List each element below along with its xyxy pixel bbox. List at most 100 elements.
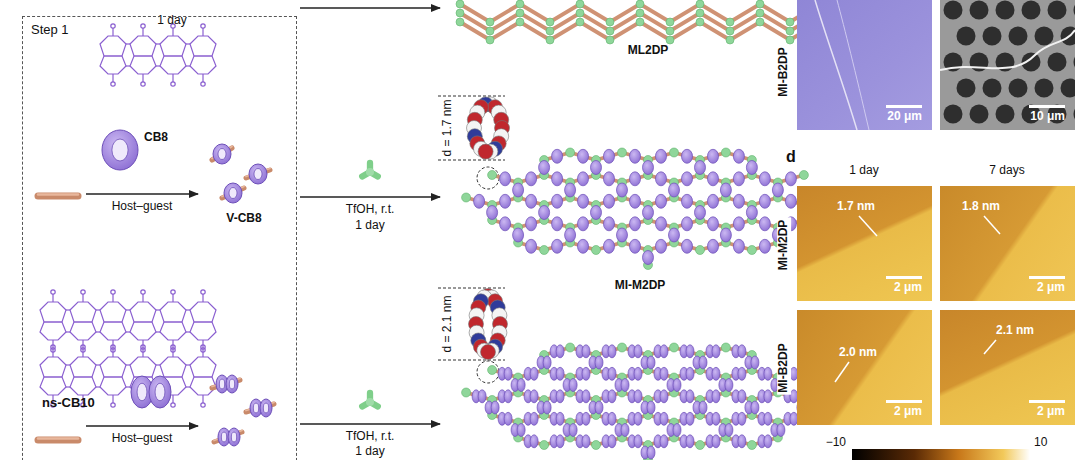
ring-bond [70,357,96,377]
linker-node [696,246,705,255]
ring-bond [100,302,126,322]
ring-on-strut [517,379,525,392]
linker-node [606,18,614,26]
linker-node [721,148,730,157]
ring-bond [130,56,156,74]
zoom-circle [477,167,499,189]
sem-hole [996,105,1015,124]
ring-on-strut [552,239,563,253]
ring-on-strut [656,239,667,253]
ring-on-strut [578,217,589,231]
ring-bond [190,56,216,74]
ring-on-strut [759,172,770,186]
ring-bond [130,357,156,377]
space-filling-model [469,289,508,360]
figure-label: V-CB8 [226,212,261,226]
ring-on-strut [738,435,746,448]
carbonyl-bond [202,28,203,36]
sem-hole [1048,53,1067,72]
optical-image: 20 μm [797,0,932,130]
ring-on-strut [556,345,564,358]
carbonyl-bond [202,294,203,302]
scale-label: 2 μm [1037,405,1065,419]
ring-on-strut [630,172,641,186]
ring-on-strut [673,379,681,392]
dimension-line [438,288,505,289]
reaction-arrow [86,425,198,426]
sem-hole [996,1,1015,20]
ring-on-strut [656,172,667,186]
sem-hole [970,1,989,20]
sem-hole [983,79,1002,98]
carbonyl-bond [142,294,143,302]
rotated-label: d = 2.1 nm [441,293,455,354]
ring-cavity [231,432,236,442]
linker-node [696,441,705,450]
figure-label: 1 day [849,164,878,178]
guest-rod [38,437,78,444]
ring-on-strut [708,194,719,208]
scale-bar [886,276,922,279]
ring-on-strut [656,217,667,231]
oxygen-atom [81,345,85,349]
sem-hole [944,105,963,124]
carbonyl-bond [52,349,53,357]
sem-hole [1074,53,1076,72]
linker-node [488,171,497,180]
ring-on-strut [647,356,655,369]
ring-on-strut [608,412,616,425]
cucurbituril-ring [102,130,138,170]
ring-on-strut [474,194,485,208]
ring-on-strut [604,194,615,208]
carbonyl-bond [172,349,173,357]
ring-bond [130,322,156,340]
linker-core [366,398,374,406]
leader-line [984,340,996,354]
ring-cavity [263,403,268,413]
reaction-arrow [300,7,440,8]
ring-on-strut [517,424,525,437]
ring-on-strut [708,149,719,163]
sem-hole [1009,79,1028,98]
rod-highlight [38,193,78,195]
ring-on-strut [669,183,680,197]
ring-on-strut [720,183,731,197]
ring-on-strut [725,424,733,437]
oxygen-atom [111,82,115,86]
figure-label: 10 [1034,436,1047,450]
linker-node [786,18,794,26]
oxygen-atom [111,345,115,349]
ring-bond [40,377,66,395]
linker-node [799,171,808,180]
oxygen-atom [51,290,55,294]
ring-on-strut [712,345,720,358]
figure-label: TfOH, r.t. [346,203,395,217]
ring-bond [100,36,126,56]
linker-node [540,441,549,450]
scale-label: 10 μm [1030,110,1065,124]
oxygen-atom [141,82,145,86]
figure-label: Host–guest [112,200,173,214]
height-label: 2.1 nm [996,324,1034,338]
ring-on-strut [621,379,629,392]
ring-on-strut [543,356,551,369]
reaction-arrow [300,423,440,424]
ring-on-strut [569,379,577,392]
oxygen-atom [201,290,205,294]
carbonyl-bond [172,340,173,348]
ring-on-strut [604,217,615,231]
oxygen-atom [171,290,175,294]
linker-node [666,18,674,26]
sem-hole [1061,27,1076,46]
cucurbituril-ring [224,183,242,203]
ring-on-strut [569,424,577,437]
ring-on-strut [764,367,772,380]
linker-node [670,343,679,352]
ring-on-strut [733,239,744,253]
ring-on-strut [686,345,694,358]
ring-bond [190,302,216,322]
carbonyl-bond [202,340,203,348]
ring-on-strut [708,239,719,253]
oxygen-atom [171,82,175,86]
dimension-line [438,360,505,361]
